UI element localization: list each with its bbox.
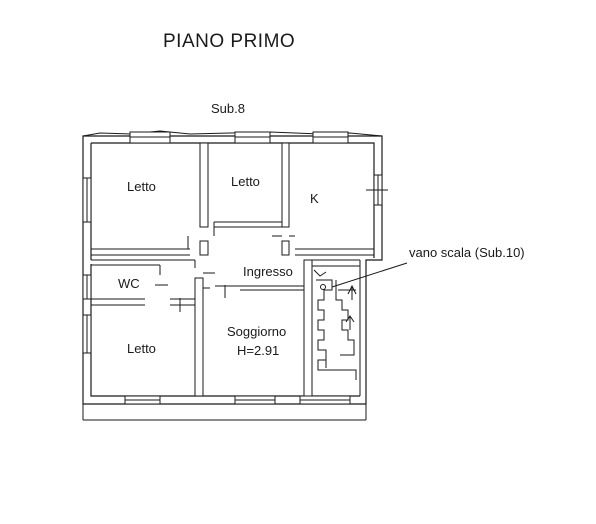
- room-label-letto-top-center: Letto: [231, 174, 260, 189]
- door-markers: [155, 222, 295, 312]
- room-label-letto-top-left: Letto: [127, 179, 156, 194]
- room-label-soggiorno-height: H=2.91: [237, 343, 279, 358]
- interior-walls: [91, 142, 374, 397]
- room-label-letto-bottom: Letto: [127, 341, 156, 356]
- stair-label: vano scala (Sub.10): [409, 245, 525, 260]
- room-label-soggiorno: Soggiorno: [227, 324, 286, 339]
- sub-label: Sub.8: [211, 101, 245, 116]
- windows: [82, 131, 388, 405]
- staircase: [313, 269, 357, 380]
- room-label-kitchen: K: [310, 191, 319, 206]
- room-label-ingresso: Ingresso: [243, 264, 293, 279]
- room-label-wc: WC: [118, 276, 140, 291]
- stair-leader-line: [331, 262, 408, 288]
- plan-title: PIANO PRIMO: [163, 31, 295, 52]
